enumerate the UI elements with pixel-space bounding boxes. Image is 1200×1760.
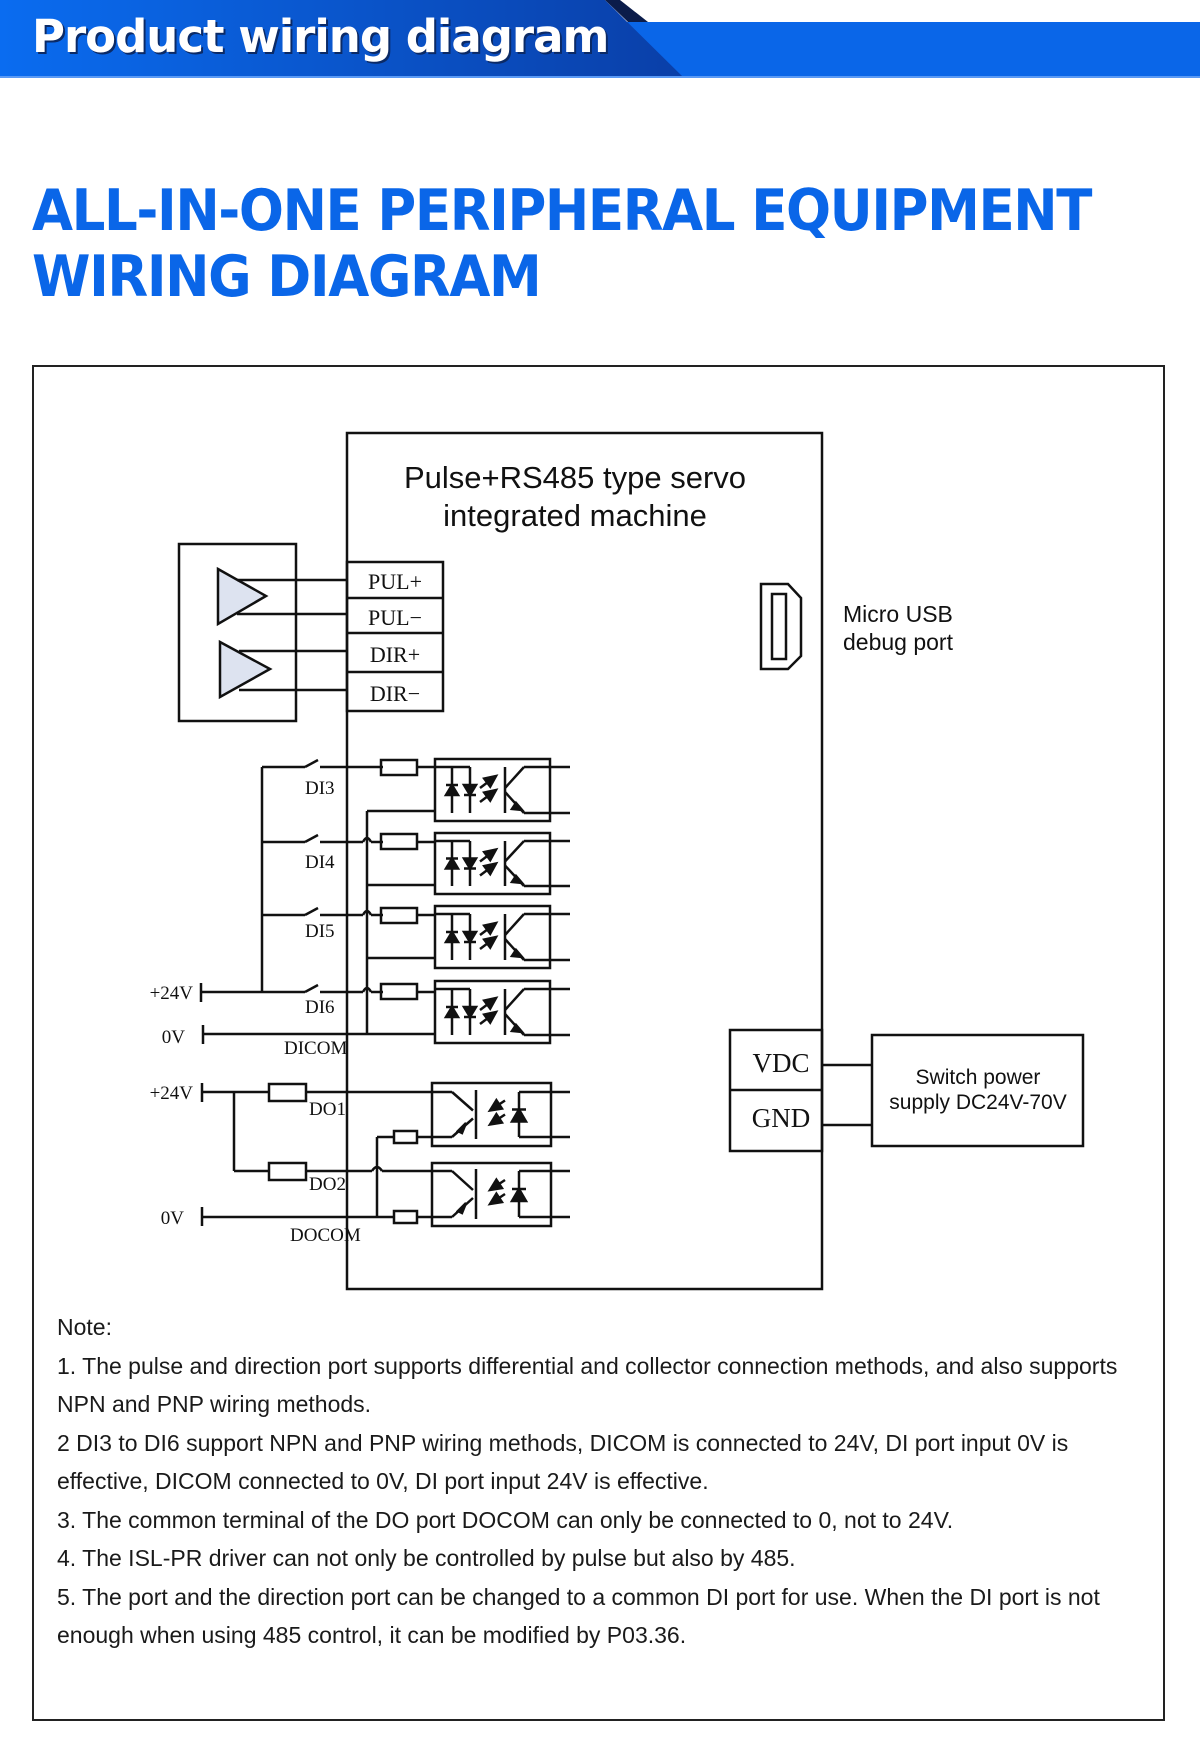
terminal-dir-minus: DIR− bbox=[370, 681, 420, 706]
resistor-icon bbox=[267, 1161, 308, 1182]
note-item-5: 5. The port and the direction port can b… bbox=[57, 1583, 1100, 1649]
note-item-4: 4. The ISL-PR driver can not only be con… bbox=[57, 1545, 796, 1571]
page-title: ALL-IN-ONE PERIPHERAL EQUIPMENT WIRING D… bbox=[32, 178, 1092, 310]
do1-label: DO1 bbox=[309, 1099, 346, 1120]
resistor-icon bbox=[379, 906, 419, 925]
optocoupler-icon bbox=[430, 1081, 570, 1148]
usb-label-line-2: debug port bbox=[843, 629, 954, 655]
dicom-label: DICOM bbox=[284, 1038, 347, 1059]
terminal-gnd: GND bbox=[752, 1103, 811, 1133]
optocoupler-icon bbox=[433, 757, 570, 823]
resistor-icon bbox=[392, 1129, 419, 1145]
di-ground-label: 0V bbox=[162, 1027, 186, 1048]
resistor-icon bbox=[379, 832, 419, 851]
di3-label: DI3 bbox=[305, 778, 335, 799]
pulse-terminal-block bbox=[345, 560, 445, 713]
servo-device-box bbox=[345, 431, 824, 1291]
power-supply-label-line-1: Switch power bbox=[916, 1066, 1041, 1089]
terminal-vdc: VDC bbox=[752, 1048, 809, 1078]
pulse-source-box bbox=[177, 542, 347, 723]
do-optocouplers bbox=[430, 1081, 570, 1228]
notes-section: Note: 1. The pulse and direction port su… bbox=[57, 1308, 1157, 1655]
docom-label: DOCOM bbox=[290, 1225, 361, 1246]
resistor-icon bbox=[392, 1209, 419, 1225]
di5-label: DI5 bbox=[305, 921, 335, 942]
do-ground-label: 0V bbox=[161, 1208, 185, 1229]
optocoupler-icon bbox=[433, 831, 570, 896]
power-supply-label-line-2: supply DC24V-70V bbox=[889, 1091, 1066, 1114]
header-banner: Product wiring diagram bbox=[0, 0, 1200, 80]
page-title-line-1: ALL-IN-ONE PERIPHERAL EQUIPMENT bbox=[32, 178, 1092, 244]
note-item-2: 2 DI3 to DI6 support NPN and PNP wiring … bbox=[57, 1429, 1069, 1495]
wiring-diagram: Pulse+RS485 type servo integrated machin… bbox=[150, 431, 1085, 1291]
power-terminal-block bbox=[728, 1028, 872, 1153]
terminal-dir-plus: DIR+ bbox=[370, 642, 420, 667]
digital-input-wiring bbox=[199, 758, 435, 1044]
resistor-icon bbox=[379, 758, 419, 777]
power-supply-box bbox=[870, 1033, 1085, 1148]
note-item-1: 1. The pulse and direction port supports… bbox=[57, 1352, 1118, 1418]
line-driver-icon bbox=[216, 566, 269, 627]
device-title-line-2: integrated machine bbox=[443, 498, 707, 533]
optocoupler-icon bbox=[433, 979, 570, 1045]
di-supply-label: +24V bbox=[150, 983, 194, 1004]
optocoupler-icon bbox=[433, 904, 570, 970]
resistor-icon bbox=[379, 982, 419, 1001]
do-supply-label: +24V bbox=[150, 1083, 194, 1104]
usb-label-line-1: Micro USB bbox=[843, 601, 953, 627]
digital-output-wiring bbox=[200, 1082, 432, 1226]
line-driver-icon bbox=[218, 639, 273, 700]
banner-background bbox=[0, 0, 1200, 78]
note-item-3: 3. The common terminal of the DO port DO… bbox=[57, 1506, 954, 1533]
diagram-frame bbox=[32, 365, 1165, 1721]
do2-label: DO2 bbox=[309, 1174, 346, 1195]
page-title-line-2: WIRING DIAGRAM bbox=[32, 244, 542, 310]
di6-label: DI6 bbox=[305, 997, 335, 1018]
resistor-icon bbox=[267, 1082, 308, 1103]
device-title-line-1: Pulse+RS485 type servo bbox=[404, 460, 746, 495]
banner-title: Product wiring diagram bbox=[32, 10, 609, 63]
micro-usb-port-icon bbox=[759, 582, 803, 671]
terminal-pul-minus: PUL− bbox=[368, 605, 422, 630]
di4-label: DI4 bbox=[305, 852, 335, 873]
di-optocouplers bbox=[433, 757, 570, 1045]
terminal-pul-plus: PUL+ bbox=[368, 569, 422, 594]
optocoupler-icon bbox=[430, 1161, 570, 1228]
notes-title: Note: bbox=[57, 1314, 112, 1340]
